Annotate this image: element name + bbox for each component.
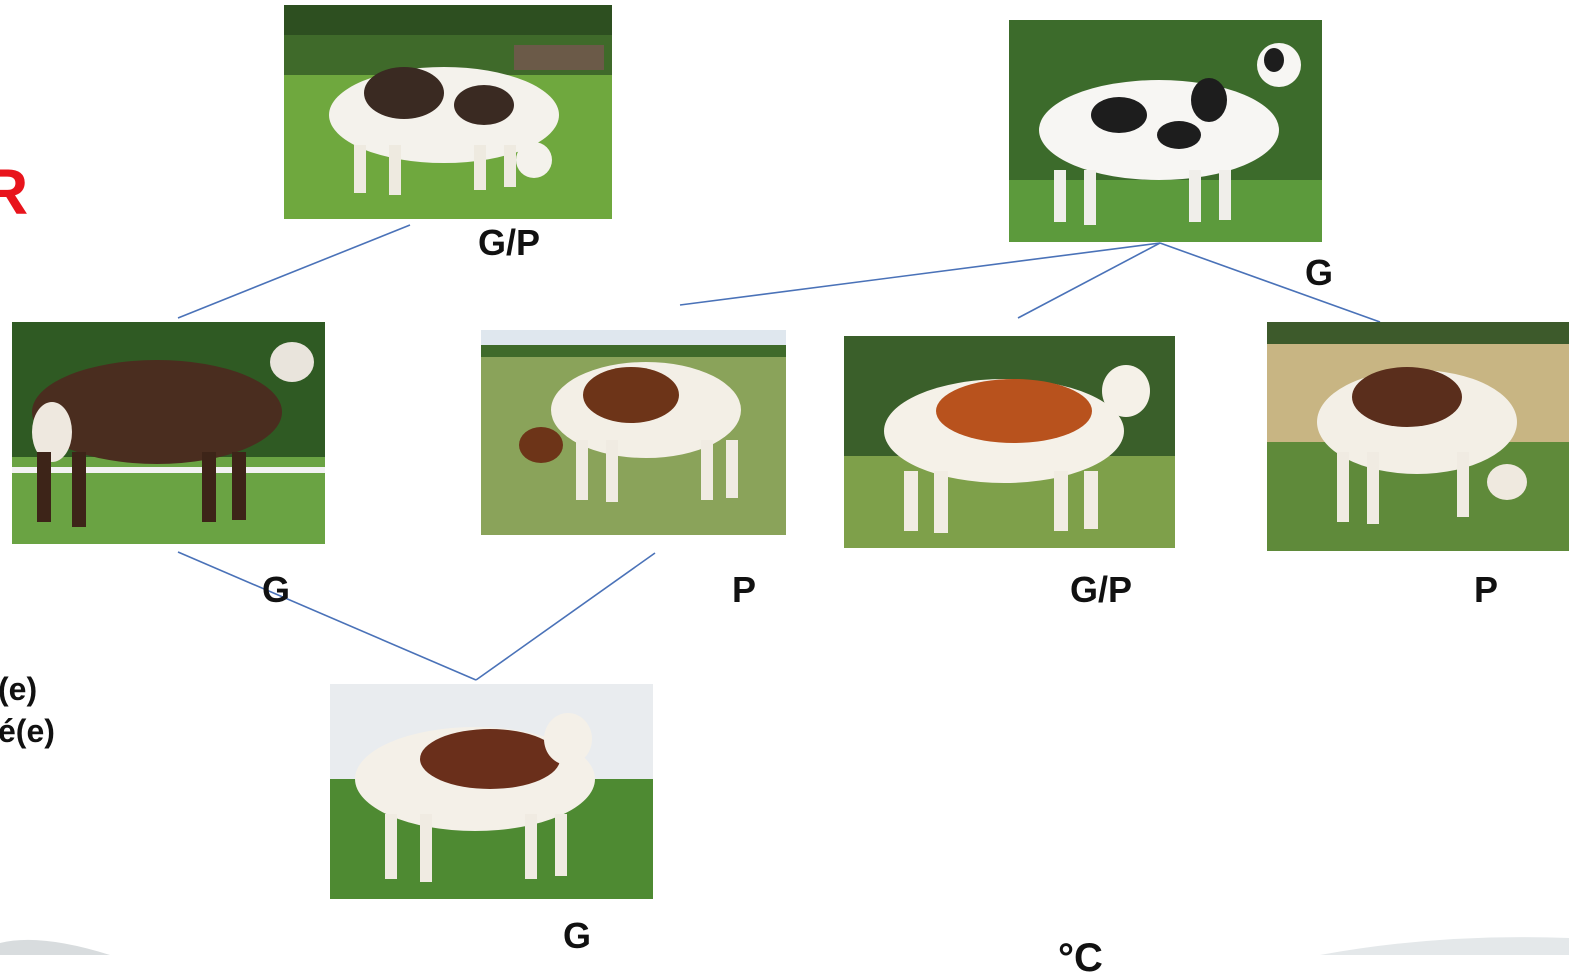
connector-cow2-to-bottom xyxy=(475,552,656,681)
side-text-line2: é(e) xyxy=(0,713,55,749)
label-bottom-cow: G xyxy=(563,915,592,956)
connector-topleft-to-bull xyxy=(177,224,411,319)
cow-photo-top-left xyxy=(284,5,612,219)
corner-swoosh-right xyxy=(1320,937,1569,955)
connector-bull-to-cow3 xyxy=(1017,242,1161,319)
connector-bull-to-cow2 xyxy=(679,242,1161,306)
cow-photo-middle-3 xyxy=(844,336,1175,548)
bottom-partial-text: °C xyxy=(1058,936,1103,980)
pedigree-diagram: R (e) é(e) G/P xyxy=(0,5,1569,978)
corner-swoosh-left xyxy=(0,939,110,955)
label-middle-bull: G xyxy=(262,569,291,610)
label-middle-cow-2: P xyxy=(732,569,757,610)
connector-bull-to-cow4 xyxy=(1159,242,1381,323)
bull-photo-top-right xyxy=(1009,20,1322,242)
label-middle-cow-4: P xyxy=(1474,569,1499,610)
label-top-right-bull: G xyxy=(1305,252,1334,293)
cow-photo-bottom xyxy=(330,684,653,899)
pedigree-connectors xyxy=(177,224,1381,681)
bull-photo-middle xyxy=(12,322,325,544)
connector-bull-to-bottom xyxy=(177,551,477,681)
side-text-line1: (e) xyxy=(0,671,38,707)
cow-photo-middle-4 xyxy=(1267,322,1569,551)
red-mark-text: R xyxy=(0,156,29,228)
label-top-left-cow: G/P xyxy=(478,222,541,263)
label-middle-cow-3: G/P xyxy=(1070,569,1133,610)
cow-photo-middle-2 xyxy=(481,330,786,535)
